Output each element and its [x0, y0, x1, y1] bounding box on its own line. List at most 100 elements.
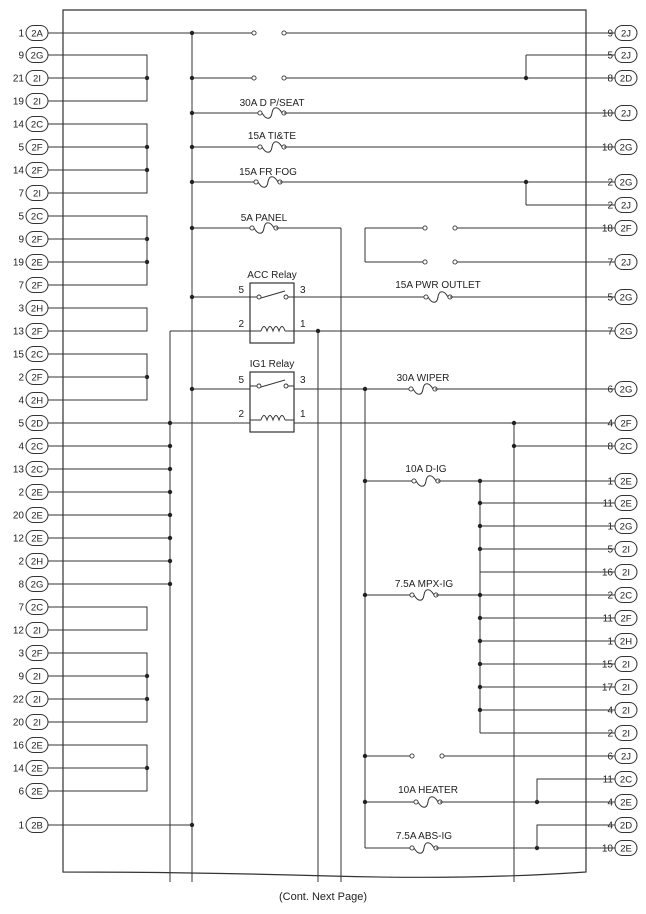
connector-id: 2G	[620, 326, 633, 337]
right-pin: 5 2I	[586, 541, 638, 557]
connector-id: 2J	[621, 108, 631, 119]
connector-id: 2I	[622, 705, 630, 716]
connector-id: 2J	[621, 257, 631, 268]
acc-relay-pin-2: 2	[238, 319, 244, 330]
connector-id: 2F	[31, 372, 42, 383]
pin-number: 20	[13, 718, 25, 729]
pin-number: 1	[607, 522, 613, 533]
connector-id: 2F	[620, 418, 631, 429]
connector-id: 2C	[31, 464, 43, 475]
connector-id: 2E	[620, 843, 632, 854]
connector-id: 2E	[31, 740, 43, 751]
right-pin: 11 2C	[586, 771, 638, 787]
pin-number: 3	[18, 304, 24, 315]
pin-number: 5	[607, 293, 613, 304]
connector-id: 2D	[620, 73, 632, 84]
pin-number: 1	[607, 477, 613, 488]
pin-number: 9	[607, 29, 613, 40]
fuse-label-mpx-ig: 7.5A MPX-IG	[395, 579, 454, 590]
ig1-relay-pin-1: 1	[300, 409, 306, 420]
pin-number: 12	[13, 534, 25, 545]
pin-number: 4	[18, 442, 24, 453]
fuse-label-wiper: 30A WIPER	[397, 373, 450, 384]
right-pin: 1 2G	[586, 518, 638, 534]
pin-number: 5	[18, 212, 24, 223]
pin-number: 4	[607, 821, 613, 832]
left-pin: 2 2H	[18, 553, 63, 569]
pin-number: 7	[607, 327, 613, 338]
pin-number: 15	[13, 350, 25, 361]
pin-number: 14	[13, 120, 25, 131]
pin-number: 7	[18, 281, 24, 292]
connector-id: 2J	[621, 751, 631, 762]
connector-id: 2J	[621, 50, 631, 61]
connector-id: 2D	[620, 820, 632, 831]
pin-number: 13	[13, 465, 25, 476]
pin-number: 6	[607, 385, 613, 396]
connector-id: 2I	[622, 567, 630, 578]
acc-relay-pin-3: 3	[300, 285, 306, 296]
connector-id: 2F	[31, 142, 42, 153]
pin-number: 5	[607, 51, 613, 62]
right-pin: 5 2J	[586, 47, 638, 63]
pin-number: 20	[13, 511, 25, 522]
pin-number: 2	[18, 557, 24, 568]
fuse-label-d-pseat: 30A D P/SEAT	[240, 98, 305, 109]
connector-id: 2I	[622, 544, 630, 555]
connector-id: 2I	[622, 659, 630, 670]
ig1-relay: IG1 Relay 5 3 2 1	[238, 359, 306, 433]
connector-id: 2C	[620, 774, 632, 785]
pin-number: 1	[18, 821, 24, 832]
pin-number: 4	[18, 396, 24, 407]
ig1-relay-pin-5: 5	[238, 375, 244, 386]
fuse-label-ti-te: 15A TI&TE	[248, 131, 297, 142]
ig1-relay-pin-3: 3	[300, 375, 306, 386]
pin-number: 11	[603, 775, 614, 786]
continuation-note: (Cont. Next Page)	[279, 891, 367, 903]
pin-number: 1	[18, 29, 24, 40]
pin-number: 2	[607, 729, 613, 740]
left-pin: 13 2C	[13, 461, 63, 477]
pin-number: 8	[18, 580, 24, 591]
fuse-label-fr-fog: 15A FR FOG	[239, 167, 297, 178]
pin-number: 5	[18, 143, 24, 154]
pin-number: 12	[13, 626, 25, 637]
connector-id: 2H	[31, 556, 43, 567]
connector-id: 2F	[620, 613, 631, 624]
pin-number: 5	[607, 545, 613, 556]
fuse-label-abs-ig: 7.5A ABS-IG	[396, 831, 452, 842]
right-pin: 10 2J	[586, 105, 638, 121]
connector-id: 2I	[33, 717, 41, 728]
connector-id: 2C	[31, 211, 43, 222]
pin-number: 10	[602, 109, 614, 120]
pin-number: 7	[607, 258, 613, 269]
right-pin: 7 2G	[586, 323, 638, 339]
right-pin: 7 2J	[586, 254, 638, 270]
acc-relay-title: ACC Relay	[247, 270, 296, 281]
connector-id: 2I	[33, 73, 41, 84]
connector-id: 2G	[620, 521, 633, 532]
